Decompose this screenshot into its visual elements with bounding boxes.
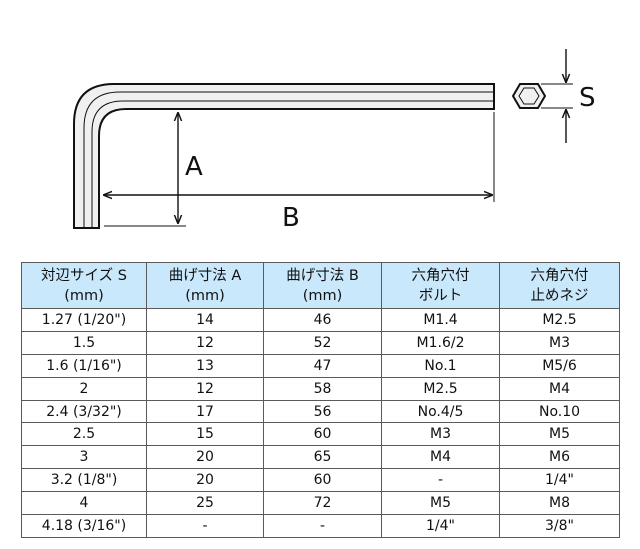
column-header-line: ボルト: [418, 287, 463, 304]
hex-key-dimension-diagram: A B S: [73, 49, 596, 233]
table-cell: 17: [146, 399, 264, 424]
label-s: S: [579, 83, 596, 113]
table-cell: 72: [263, 491, 382, 516]
table-cell: 58: [263, 376, 382, 401]
table-cell: 2.4 (3/32"): [21, 399, 147, 424]
column-header: 対辺サイズ S (mm): [21, 262, 147, 309]
label-a: A: [185, 152, 203, 182]
table-cell: 15: [146, 422, 264, 447]
hex-key-wrench: [73, 83, 495, 229]
column-header-line: 曲げ寸法 B: [286, 267, 359, 284]
table-header-row: 対辺サイズ S(mm)曲げ寸法 A(mm)曲げ寸法 B(mm)六角穴付ボルト六角…: [21, 262, 620, 309]
table-cell: No.4/5: [381, 399, 500, 424]
hex-key-size-table: 対辺サイズ S(mm)曲げ寸法 A(mm)曲げ寸法 B(mm)六角穴付ボルト六角…: [21, 262, 620, 538]
table-cell: 52: [263, 330, 382, 355]
dimension-b: B: [104, 112, 495, 233]
table-cell: 1.27 (1/20"): [21, 308, 147, 332]
table-cell: 25: [146, 491, 264, 516]
column-header-line: 六角穴付: [530, 267, 589, 284]
table-cell: 60: [263, 422, 382, 447]
table-cell: M2.5: [381, 376, 500, 401]
table-cell: M3: [499, 330, 620, 355]
column-header-line: (mm): [302, 287, 343, 304]
table-cell: 65: [263, 445, 382, 470]
table-cell: M4: [381, 445, 500, 470]
table-cell: M1.4: [381, 308, 500, 332]
column-header: 六角穴付ボルト: [381, 262, 500, 309]
table-cell: M5: [499, 422, 620, 447]
table-cell: 3.2 (1/8"): [21, 468, 147, 493]
table-cell: M6: [499, 445, 620, 470]
table-cell: 47: [263, 353, 382, 378]
column-header-line: 曲げ寸法 A: [168, 267, 242, 284]
table-cell: 2: [21, 376, 147, 401]
table-cell: 2.5: [21, 422, 147, 447]
table-cell: 20: [146, 468, 264, 493]
column-header: 曲げ寸法 B (mm): [263, 262, 382, 309]
table-cell: 46: [263, 308, 382, 332]
dimension-a: A: [104, 113, 203, 227]
table-cell: 14: [146, 308, 264, 332]
table-cell: 3/8": [499, 514, 620, 538]
hex-cross-section: S: [511, 49, 596, 143]
table-cell: M8: [499, 491, 620, 516]
table-cell: M5: [381, 491, 500, 516]
column-header-line: 止めネジ: [530, 287, 589, 304]
table-cell: 60: [263, 468, 382, 493]
table-cell: M2.5: [499, 308, 620, 332]
table-cell: No.1: [381, 353, 500, 378]
table-cell: -: [263, 514, 382, 538]
table-cell: 1/4": [381, 514, 500, 538]
table-cell: -: [146, 514, 264, 538]
table-cell: 4: [21, 491, 147, 516]
column-header: 曲げ寸法 A (mm): [146, 262, 264, 309]
table-cell: 20: [146, 445, 264, 470]
table-cell: M4: [499, 376, 620, 401]
column-header-line: 対辺サイズ S: [41, 267, 127, 284]
table-cell: No.10: [499, 399, 620, 424]
table-cell: M1.6/2: [381, 330, 500, 355]
table-cell: 13: [146, 353, 264, 378]
column-header-line: (mm): [64, 287, 104, 304]
column-header-line: 六角穴付: [411, 267, 470, 284]
column-header: 六角穴付止めネジ: [499, 262, 620, 309]
table-cell: 4.18 (3/16"): [21, 514, 147, 538]
table-cell: 12: [146, 376, 264, 401]
table-cell: M3: [381, 422, 500, 447]
table-cell: M5/6: [499, 353, 620, 378]
table-cell: 12: [146, 330, 264, 355]
table-row: 4.18 (3/16")--1/4"3/8": [21, 514, 620, 538]
label-b: B: [282, 203, 300, 233]
table-cell: 1.6 (1/16"): [21, 353, 147, 378]
table-cell: 3: [21, 445, 147, 470]
table-cell: 1.5: [21, 330, 147, 355]
table-cell: -: [381, 468, 500, 493]
column-header-line: (mm): [185, 287, 225, 304]
table-cell: 56: [263, 399, 382, 424]
table-cell: 1/4": [499, 468, 620, 493]
